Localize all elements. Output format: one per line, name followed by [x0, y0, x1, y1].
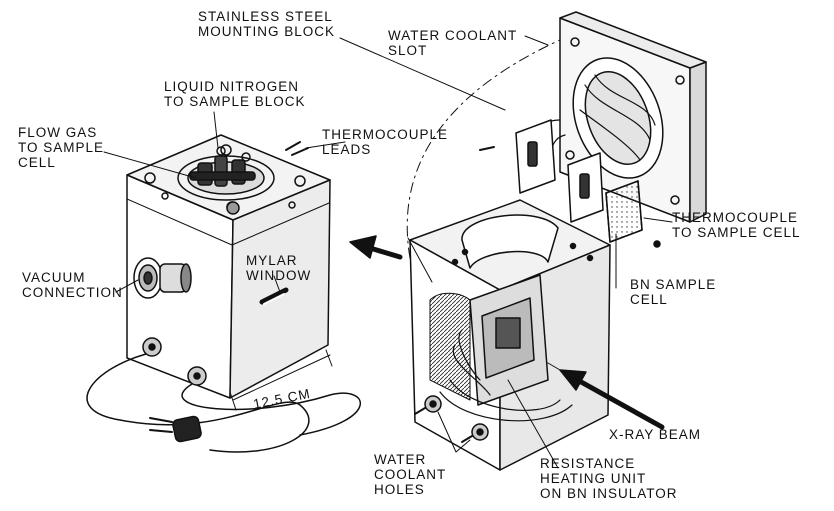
label-thermocouple-to-sample-cell: THERMOCOUPLE TO SAMPLE CELL [672, 210, 801, 240]
assembly-direction-arrow [349, 235, 403, 260]
power-plug [149, 415, 202, 443]
leader-lines [103, 35, 673, 469]
label-stainless-steel-mounting-block: STAINLESS STEEL MOUNTING BLOCK [198, 9, 336, 39]
label-vacuum-connection: VACUUM CONNECTION [22, 270, 123, 300]
xray-beam-arrow [547, 362, 665, 430]
label-thermocouple-leads: THERMOCOUPLE LEADS [322, 127, 449, 157]
label-water-coolant-holes: WATER COOLANT HOLES [374, 452, 447, 497]
label-xray-beam: X-RAY BEAM [609, 427, 702, 442]
heater-unit [452, 274, 549, 406]
label-flow-gas: FLOW GAS TO SAMPLE CELL [18, 125, 105, 170]
label-mylar-window: MYLAR WINDOW [246, 253, 312, 283]
label-water-coolant-slot: WATER COOLANT SLOT [388, 28, 518, 58]
exploded-sample-cell [406, 11, 707, 471]
liquid-nitrogen-fittings [189, 146, 256, 187]
dimension-line [232, 354, 331, 401]
assembled-sample-cell [86, 134, 362, 453]
label-resistance-heating-unit: RESISTANCE HEATING UNIT ON BN INSULATOR [540, 456, 678, 501]
vacuum-connection-port [133, 257, 192, 299]
label-bn-sample-cell: BN SAMPLE CELL [630, 277, 717, 307]
label-liquid-nitrogen: LIQUID NITROGEN TO SAMPLE BLOCK [164, 79, 306, 109]
